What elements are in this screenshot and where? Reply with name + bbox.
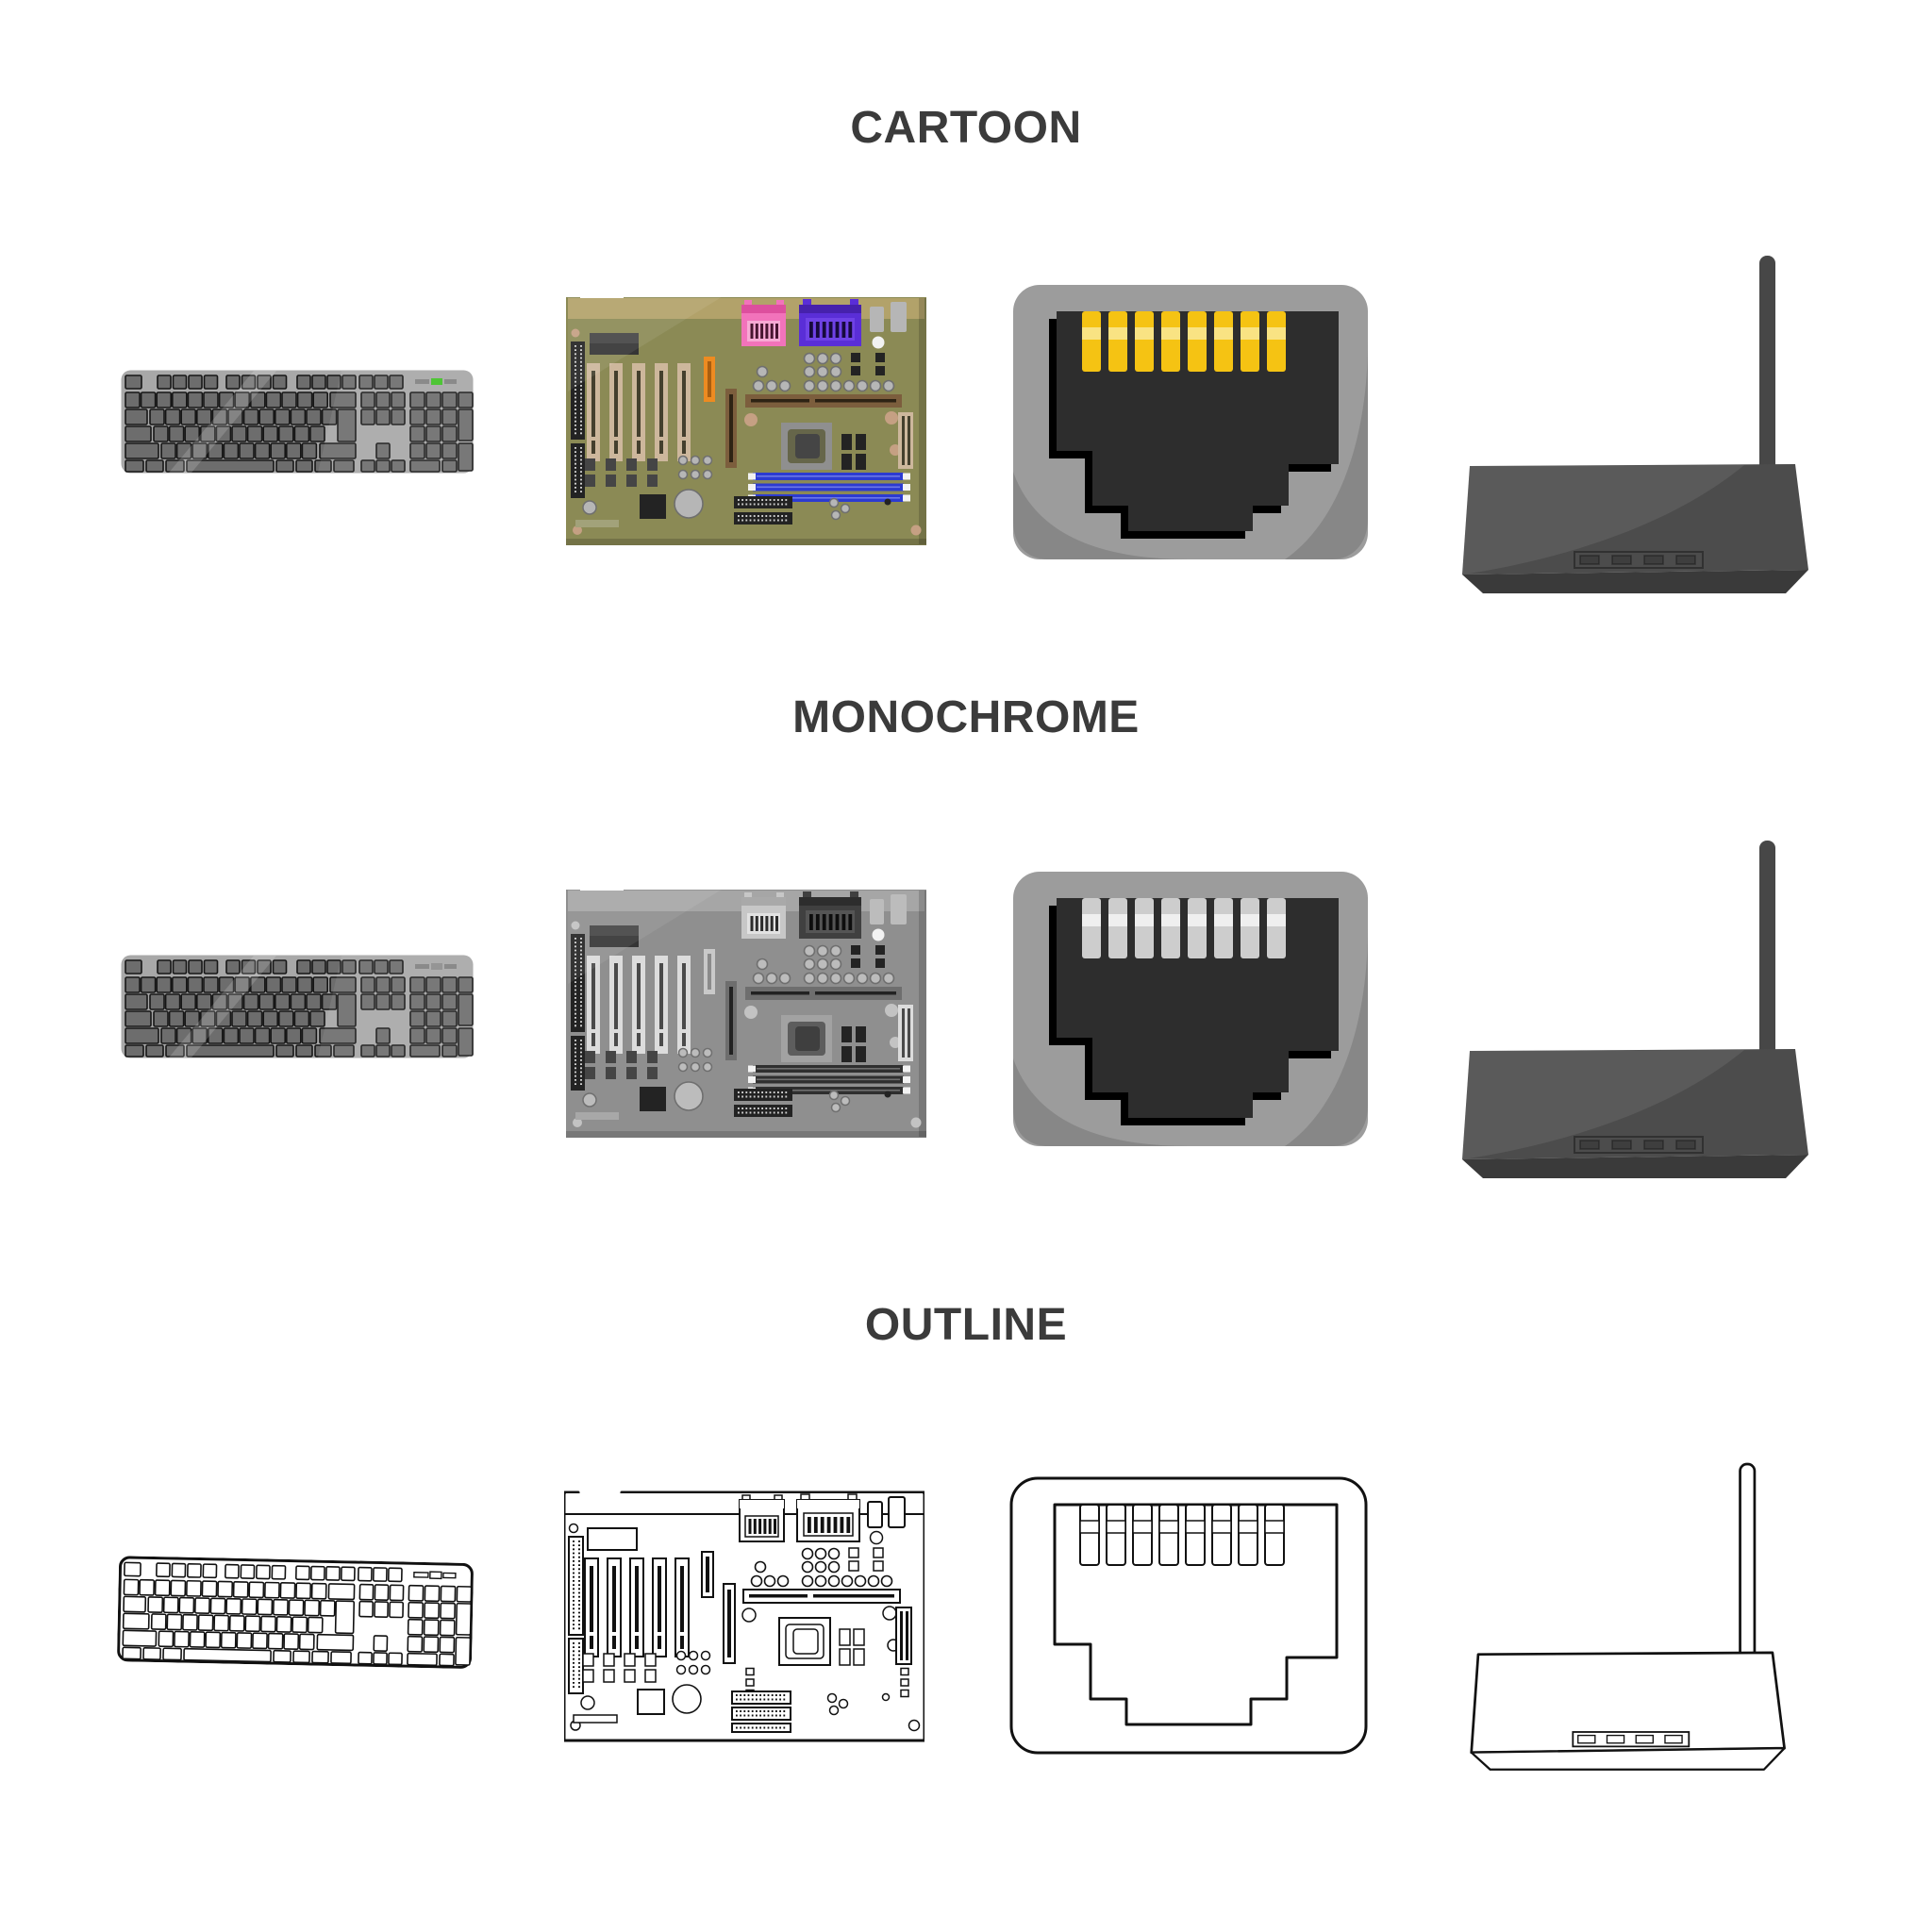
keyboard-icon xyxy=(117,1556,474,1669)
section-title-outline: OUTLINE xyxy=(864,1300,1068,1350)
keyboard-icon xyxy=(120,369,475,475)
motherboard-icon xyxy=(566,885,926,1140)
network-connector-icon xyxy=(1011,283,1370,561)
section-title-monochrome: MONOCHROME xyxy=(792,692,1140,742)
router-icon xyxy=(1469,1460,1790,1772)
keyboard-icon xyxy=(120,954,475,1059)
network-connector-icon xyxy=(1011,870,1370,1148)
router-icon xyxy=(1459,837,1814,1180)
motherboard-icon xyxy=(564,1488,924,1742)
router-icon xyxy=(1459,252,1814,595)
network-connector-icon xyxy=(1009,1476,1368,1755)
section-title-cartoon: CARTOON xyxy=(850,103,1082,153)
motherboard-icon xyxy=(566,292,926,547)
